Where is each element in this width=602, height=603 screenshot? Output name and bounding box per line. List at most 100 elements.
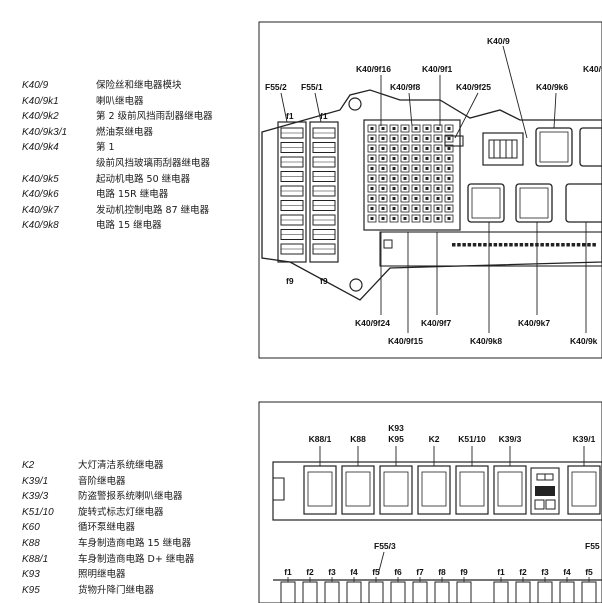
relay-k40-9k-top-partial [579, 127, 602, 167]
fuse-slot [456, 581, 472, 603]
label-f55-1: F55/1 [301, 82, 323, 92]
mini-fuse [433, 194, 443, 203]
relay-k40-9k-bottom-partial [565, 183, 602, 223]
legend-code: K40/9k7 [22, 204, 59, 216]
mini-fuse-contact [370, 147, 374, 150]
mini-fuse-contact [425, 197, 429, 200]
mini-fuse [367, 144, 377, 153]
mini-fuse-contact [447, 177, 451, 180]
contact-dot [571, 243, 576, 247]
mini-fuse-contact [392, 167, 396, 170]
mini-fuse-contact [403, 177, 407, 180]
mini-fuse-contact [425, 207, 429, 210]
mini-fuse [378, 184, 388, 193]
mini-fuse-contact [425, 137, 429, 140]
mini-fuse-contact [414, 197, 418, 200]
legend-code: K88/1 [22, 553, 49, 565]
fuse-block-f55-2 [277, 121, 307, 263]
contact-dot [550, 243, 555, 247]
label-fuse: f1 [284, 567, 292, 577]
mini-fuse-contact [414, 187, 418, 190]
contact-dot [524, 243, 529, 247]
rail-clip [273, 477, 285, 501]
mini-fuse-contact [403, 187, 407, 190]
label-f55-2: F55/2 [265, 82, 287, 92]
relay-k40-9k7 [515, 183, 553, 223]
mini-fuse-contact [403, 217, 407, 220]
label-k40-9k7: K40/9k7 [518, 318, 550, 328]
mini-fuse-contact [392, 127, 396, 130]
mini-fuse [433, 134, 443, 143]
label-fuse: f2 [306, 567, 314, 577]
contact-dot [462, 243, 466, 247]
mini-fuse-contact [414, 217, 418, 220]
mini-fuse-contact [381, 167, 385, 170]
label-f1-b: f1 [320, 111, 328, 121]
mini-fuse-contact [392, 207, 396, 210]
contact-dot [478, 243, 482, 247]
mini-fuse [400, 134, 410, 143]
top-frame [258, 21, 602, 359]
relay-k88-1-body [307, 471, 333, 507]
mini-fuse [444, 154, 454, 163]
mini-fuse [400, 154, 410, 163]
label-fuse: f7 [416, 567, 424, 577]
leader-lines-top [280, 45, 587, 333]
relay-k39-1-body [571, 471, 597, 507]
mini-fuse [411, 144, 421, 153]
legend-code: K40/9k8 [22, 220, 59, 232]
mini-fuse-contact [436, 147, 440, 150]
fuse-slot [581, 581, 597, 603]
mini-fuse [433, 174, 443, 183]
mini-fuse-contact [425, 157, 429, 160]
mini-fuse [367, 214, 377, 223]
mini-fuse-contact [447, 207, 451, 210]
mini-fuse [378, 194, 388, 203]
fuse-slot [368, 581, 384, 603]
label-k88-1: K88/1 [309, 434, 332, 444]
mini-fuse-contact [436, 177, 440, 180]
contact-dot [576, 243, 581, 247]
mini-fuse-contact [447, 157, 451, 160]
relay-k95 [379, 465, 413, 515]
mini-fuse [367, 194, 377, 203]
mini-fuse-contact [425, 127, 429, 130]
contact-dot [545, 243, 550, 247]
mini-fuse-contact [447, 147, 451, 150]
contact-dot [488, 243, 492, 247]
mini-fuse [411, 184, 421, 193]
mini-fuse [411, 204, 421, 213]
mini-fuse-contact [436, 217, 440, 220]
label-k40-9f15: K40/9f15 [388, 336, 423, 346]
mini-fuse-contact [381, 137, 385, 140]
mini-fuse-contact [381, 187, 385, 190]
legend-description: 车身制造商电路 15 继电器 [78, 537, 192, 549]
mini-fuse [422, 214, 432, 223]
fuse-slot [324, 581, 340, 603]
mini-fuse-contact [436, 137, 440, 140]
legend-description: 照明继电器 [78, 569, 126, 581]
label-fuse: f1 [497, 567, 505, 577]
fuse-slot [346, 581, 362, 603]
mini-fuse-contact [425, 167, 429, 170]
label-k39-3: K39/3 [499, 434, 522, 444]
label-fuse: f6 [394, 567, 402, 577]
mini-fuse [367, 124, 377, 133]
relay-k40-9k8 [467, 183, 505, 223]
legend-code: K60 [22, 522, 40, 534]
top-diagram: K40/9 F55/2 F55/1 K40/9f16 K40/9f1 K40/9… [258, 21, 602, 359]
mini-fuse [389, 184, 399, 193]
mini-fuse-contact [436, 167, 440, 170]
mini-fuse-contact [392, 147, 396, 150]
mini-fuse [389, 164, 399, 173]
module-outline [261, 89, 602, 301]
mini-fuse-contact [436, 127, 440, 130]
mini-fuse [411, 174, 421, 183]
mini-fuse-contact [425, 187, 429, 190]
